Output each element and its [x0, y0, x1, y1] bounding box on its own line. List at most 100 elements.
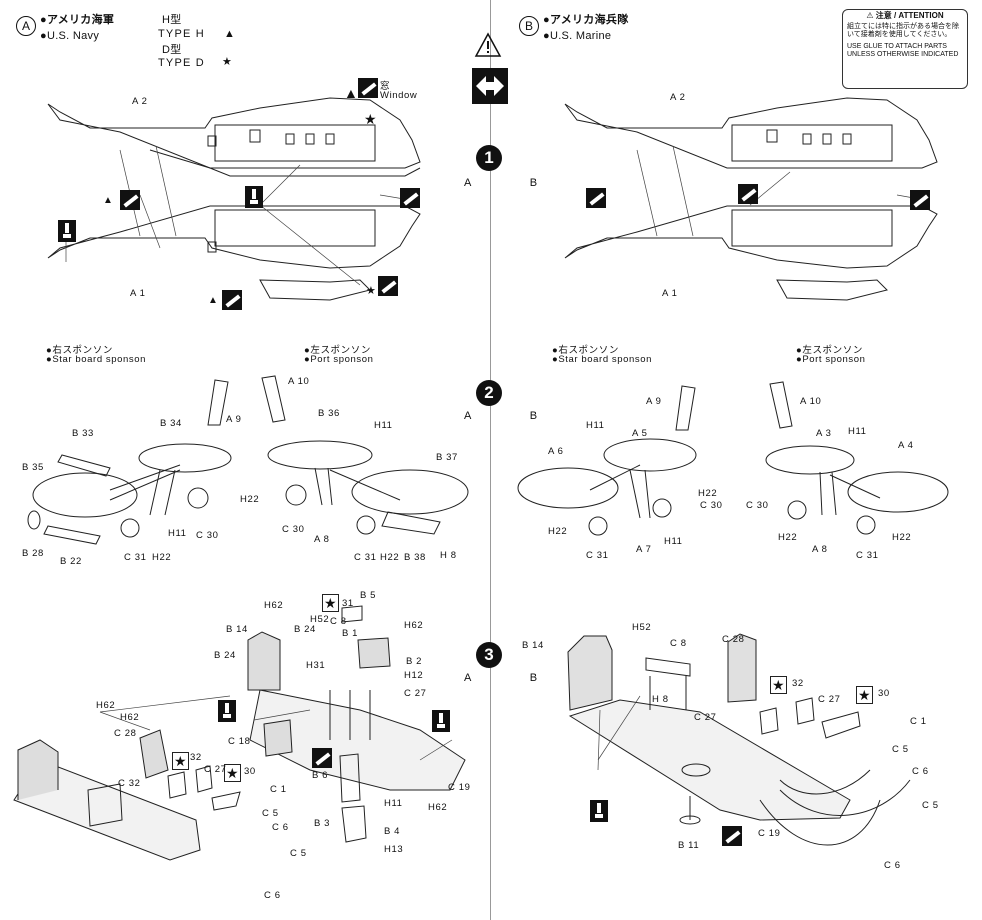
paint-icon — [910, 190, 930, 210]
part-label: C 8 — [670, 638, 687, 649]
part-label: B 37 — [436, 452, 458, 463]
paint-icon — [378, 276, 398, 296]
part-label: C 19 — [448, 782, 471, 793]
starboard-sponson-jp-right: ●右スポンソン — [552, 345, 619, 356]
part-label: A 10 — [288, 376, 310, 387]
seats-left — [87, 765, 241, 827]
part-label: C 1 — [270, 784, 287, 795]
part-label: H12 — [404, 670, 424, 681]
glue-icon — [218, 700, 236, 722]
part-label: A 10 — [800, 396, 822, 407]
step-3-badge: 3 — [476, 642, 502, 668]
fuselage-half-a1-left — [47, 205, 421, 301]
part-label: C 5 — [892, 744, 909, 755]
part-label: C 30 — [746, 500, 769, 511]
star-marker: ★ — [366, 285, 376, 297]
part-label: H 8 — [440, 550, 457, 561]
port-sponson-jp-left: ●左スポンソン — [304, 345, 371, 356]
step-2-ab: A B — [464, 410, 566, 422]
part-label-a1-right: A 1 — [662, 288, 678, 299]
star-marker: ★ — [172, 752, 189, 770]
part-label: C 30 — [196, 530, 219, 541]
star-marker: ★ — [322, 594, 339, 612]
part-label: C 31 — [124, 552, 147, 563]
type-h-en: TYPE H — [158, 28, 205, 40]
paint-icon — [586, 188, 606, 208]
triangle-marker: ▲ — [344, 85, 358, 101]
part-label: H52 — [632, 622, 652, 633]
part-label: H31 — [306, 660, 326, 671]
part-label: H62 — [120, 712, 140, 723]
marine-title-jp: ●アメリカ海兵隊 — [543, 14, 629, 26]
part-label: A 8 — [812, 544, 828, 555]
part-label: B 3 — [314, 818, 331, 829]
part-label: B 38 — [404, 552, 426, 563]
star-marker: ★ — [224, 764, 241, 782]
warning-icon — [474, 32, 502, 57]
part-label: 32 — [190, 752, 202, 763]
part-label: B 4 — [384, 826, 401, 837]
part-label: A 8 — [314, 534, 330, 545]
part-label: H22 — [698, 488, 718, 499]
part-label: 30 — [878, 688, 890, 699]
part-label: H13 — [384, 844, 404, 855]
part-label: B 34 — [160, 418, 182, 429]
part-label: H22 — [380, 552, 400, 563]
part-label: B 2 — [406, 656, 423, 667]
part-label: C 27 — [204, 764, 227, 775]
type-h-jp: H型 — [162, 14, 182, 26]
part-label: H22 — [240, 494, 260, 505]
part-label: B 11 — [678, 840, 700, 851]
part-label: 30 — [244, 766, 256, 777]
part-label: B 14 — [226, 624, 248, 635]
attention-title: ⚠ 注意 / ATTENTION — [866, 11, 944, 20]
starboard-sponson-en-left: ●Star board sponson — [46, 354, 147, 365]
part-label: B 24 — [214, 650, 236, 661]
type-d-marker: ★ — [222, 56, 233, 68]
glue-icon — [590, 800, 608, 822]
part-label: A 3 — [816, 428, 832, 439]
step-3-ab: A B — [464, 672, 566, 684]
port-sponson-right — [765, 381, 949, 535]
part-label: C 31 — [354, 552, 377, 563]
part-label: C 27 — [404, 688, 427, 699]
part-label: 31 — [342, 598, 354, 609]
port-sponson-en-right: ●Port sponson — [796, 354, 866, 365]
part-label: H11 — [848, 426, 867, 437]
window-label-jp: 窓 — [380, 81, 391, 92]
window-label-en: Window — [380, 90, 418, 101]
part-label: H62 — [96, 700, 116, 711]
part-label: B 28 — [22, 548, 44, 559]
triangle-marker: ▲ — [208, 295, 218, 306]
port-sponson-en-left: ●Port sponson — [304, 354, 374, 365]
cabin-floor-left — [13, 605, 466, 861]
part-label: B 35 — [22, 462, 44, 473]
starboard-sponson-jp-left: ●右スポンソン — [46, 345, 113, 356]
marine-title-en: ●U.S. Marine — [543, 30, 612, 42]
part-label: A 9 — [646, 396, 662, 407]
glue-icon — [245, 186, 263, 208]
paint-icon — [358, 78, 378, 98]
page-fold-line — [490, 0, 491, 920]
part-label: H11 — [664, 536, 683, 547]
paint-icon — [120, 190, 140, 210]
part-label: C 32 — [118, 778, 141, 789]
part-label: H11 — [384, 798, 403, 809]
part-label: H62 — [264, 600, 284, 611]
part-label: B 5 — [360, 590, 377, 601]
part-label: C 6 — [884, 860, 901, 871]
part-label: C 6 — [912, 766, 929, 777]
attention-text-en: USE GLUE TO ATTACH PARTS UNLESS OTHERWIS… — [847, 42, 959, 59]
glue-icon — [432, 710, 450, 732]
starboard-sponson-en-right: ●Star board sponson — [552, 354, 653, 365]
cabin-floor-right — [567, 633, 911, 846]
triangle-marker: ▲ — [103, 195, 113, 206]
version-a-circle: A — [16, 16, 36, 36]
fuselage-half-a2-left — [47, 97, 421, 177]
attention-box: ⚠ 注意 / ATTENTION 組立てには特に指示がある場合を除いて接着剤を使… — [842, 9, 968, 89]
glue-icon — [58, 220, 76, 242]
part-label: H11 — [586, 420, 605, 431]
part-label: H22 — [152, 552, 172, 563]
star-marker: ★ — [770, 676, 787, 694]
double-arrow-icon — [472, 68, 508, 104]
